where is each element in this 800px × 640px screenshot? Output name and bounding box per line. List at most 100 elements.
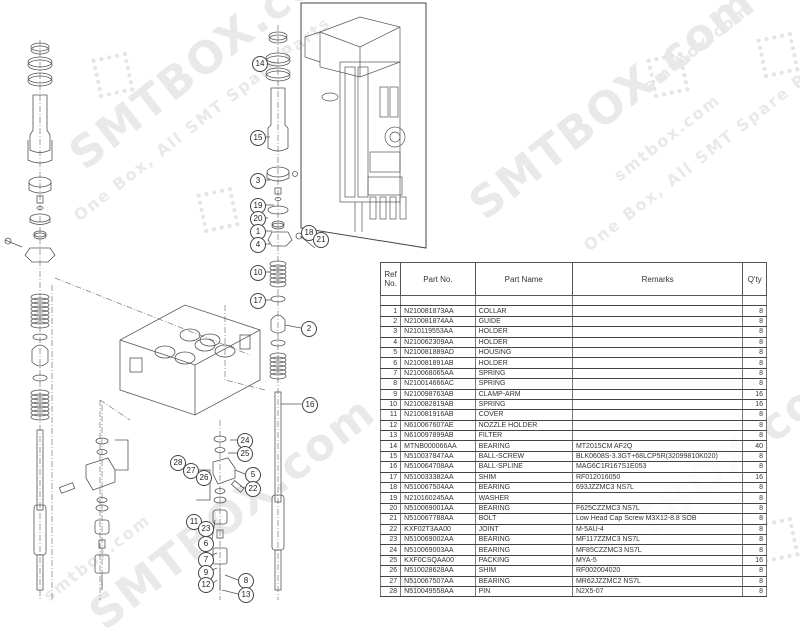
part-name-cell: COVER xyxy=(474,409,573,421)
remarks-cell: RF002004020 xyxy=(571,565,744,577)
part-no-cell: N210068065AA xyxy=(400,368,476,380)
part-name-cell: BEARING xyxy=(474,534,573,546)
ref-cell: 4 xyxy=(379,337,402,348)
callout-number: 12 xyxy=(198,577,214,593)
callout-number: 23 xyxy=(198,521,214,537)
assembled-head-inset xyxy=(300,2,428,250)
callout-number: 4 xyxy=(250,237,266,253)
part-no-cell: N210062309AA xyxy=(400,337,476,348)
part-no-cell: N210119553AA xyxy=(400,326,476,338)
ref-cell: 21 xyxy=(379,513,402,525)
remarks-cell xyxy=(571,409,744,421)
col-remarks-header: Remarks xyxy=(571,262,744,296)
col-ref-header: Ref No. xyxy=(379,262,402,296)
ref-cell: 8 xyxy=(379,378,402,390)
qty-cell: 16 xyxy=(742,389,767,400)
part-name-cell: SPRING xyxy=(474,399,573,411)
ref-cell: 5 xyxy=(379,347,402,359)
part-no-cell: N510069002AA xyxy=(400,534,476,546)
part-no-cell: N510067507AA xyxy=(400,576,476,587)
remarks-cell xyxy=(571,389,744,400)
callout-number: 6 xyxy=(198,536,214,552)
qty-cell: 8 xyxy=(742,316,767,328)
remarks-cell: RF012016050 xyxy=(571,472,744,484)
remarks-cell xyxy=(571,337,744,348)
callout-number: 2 xyxy=(301,321,317,337)
qty-cell: 8 xyxy=(742,492,767,504)
part-name-cell: HOLDER xyxy=(474,357,573,369)
part-no-cell: KXF0CSQAA00 xyxy=(400,555,476,567)
ref-cell: 27 xyxy=(379,576,402,587)
ref-cell: 6 xyxy=(379,357,402,369)
part-no-cell: N210082819AB xyxy=(400,399,476,411)
ref-cell: 9 xyxy=(379,389,402,400)
remarks-cell xyxy=(571,430,744,442)
callout-number: 28 xyxy=(170,455,186,471)
remarks-cell: F625CZZMC3 NS7L xyxy=(571,503,744,515)
qty-cell: 16 xyxy=(742,555,767,567)
qty-cell: 8 xyxy=(742,409,767,421)
part-no-cell: N510067504AA xyxy=(400,482,476,494)
part-no-cell: MTNB000066AA xyxy=(400,440,476,452)
qty-cell: 8 xyxy=(742,576,767,587)
part-name-cell: SHIM xyxy=(474,472,573,484)
qty-cell: 8 xyxy=(742,337,767,348)
ref-cell: 11 xyxy=(379,409,402,421)
callout-number: 15 xyxy=(250,130,266,146)
ref-cell: 16 xyxy=(379,461,402,473)
qty-cell: 8 xyxy=(742,451,767,463)
qty-cell: 8 xyxy=(742,430,767,442)
part-no-cell: N210081889AD xyxy=(400,347,476,359)
qty-cell: 8 xyxy=(742,534,767,546)
part-name-cell: BEARING xyxy=(474,482,573,494)
remarks-cell: MYA-5 xyxy=(571,555,744,567)
remarks-cell xyxy=(571,326,744,338)
remarks-cell xyxy=(571,316,744,328)
part-name-cell: GUIDE xyxy=(474,316,573,328)
ref-cell: 22 xyxy=(379,524,402,536)
part-no-cell: N510049558AA xyxy=(400,586,476,598)
callout-number: 25 xyxy=(237,446,253,462)
ref-cell: 18 xyxy=(379,482,402,494)
qty-cell: 16 xyxy=(742,399,767,411)
part-no-cell: N510033382AA xyxy=(400,472,476,484)
ref-cell: 23 xyxy=(379,534,402,546)
part-name-cell: PACKING xyxy=(474,555,573,567)
remarks-cell xyxy=(571,420,744,432)
part-no-cell: N510069001AA xyxy=(400,503,476,515)
ref-cell: 13 xyxy=(379,430,402,442)
callout-number: 22 xyxy=(245,481,261,497)
part-no-cell: N510037847AA xyxy=(400,451,476,463)
part-name-cell: WASHER xyxy=(474,492,573,504)
exploded-parts-drawing xyxy=(4,25,316,600)
callout-number: 20 xyxy=(250,211,266,227)
callout-number: 17 xyxy=(250,293,266,309)
qty-cell: 8 xyxy=(742,513,767,525)
qty-cell: 8 xyxy=(742,368,767,380)
ref-cell: 1 xyxy=(379,305,402,317)
part-name-cell: SHIM xyxy=(474,565,573,577)
qty-cell: 8 xyxy=(742,586,767,598)
ref-cell: 7 xyxy=(379,368,402,380)
qty-cell: 8 xyxy=(742,347,767,359)
ref-cell: 28 xyxy=(379,586,402,598)
part-no-cell: N210160245AA xyxy=(400,492,476,504)
part-name-cell: BALL-SPLINE xyxy=(474,461,573,473)
part-name-cell: SPRING xyxy=(474,368,573,380)
table-header-row: Ref No. Part No. Part Name Remarks Q'ty xyxy=(379,262,767,296)
qty-cell: 8 xyxy=(742,524,767,536)
ref-cell: 25 xyxy=(379,555,402,567)
